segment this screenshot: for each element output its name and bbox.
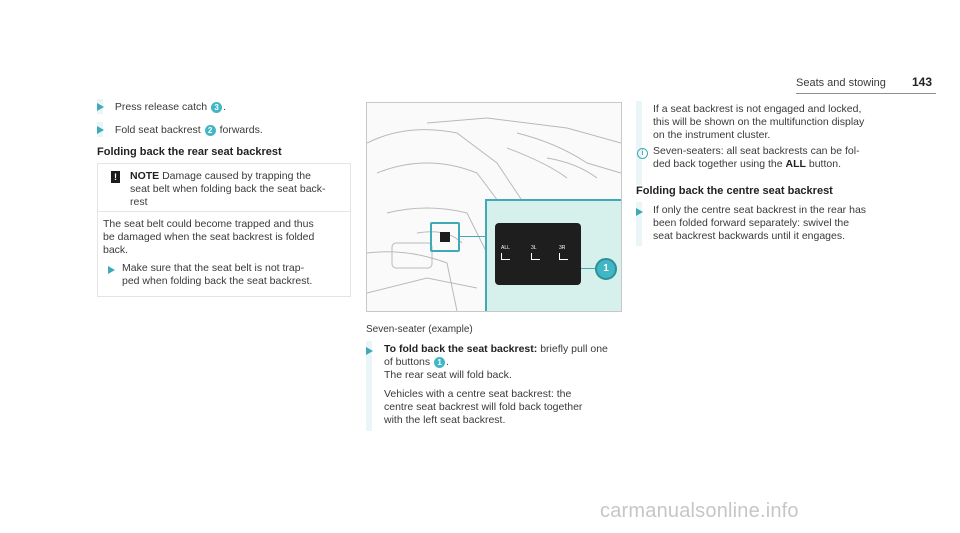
step-release-catch: Press release catch 3. xyxy=(97,101,226,114)
figure-caption: Seven-seater (example) xyxy=(366,324,473,335)
section-title: Seats and stowing xyxy=(796,77,886,89)
info-seven-seaters: Seven-seaters: all seat backrests can be… xyxy=(653,145,860,170)
step-fold-backrest: Fold seat backrest 2 forwards. xyxy=(97,124,263,137)
heading-rear-backrest: Folding back the rear seat backrest xyxy=(97,146,282,158)
step-centre-backrest: If only the centre seat backrest in the … xyxy=(653,204,867,242)
step-arrow-icon xyxy=(366,345,373,358)
note-header: NOTE Damage caused by trapping the seat … xyxy=(130,170,326,208)
note-body: The seat belt could become trapped and t… xyxy=(103,218,315,256)
callout-2-badge: 2 xyxy=(204,124,216,136)
callout-1-badge: 1 xyxy=(434,356,446,368)
note-title: NOTE xyxy=(130,170,160,182)
info-bar xyxy=(636,101,642,185)
callout-1-badge: 1 xyxy=(595,258,617,280)
step-bar xyxy=(366,341,372,431)
step-arrow-icon xyxy=(97,103,104,112)
button-3r[interactable]: 3R xyxy=(559,245,568,260)
button-3l[interactable]: 3L xyxy=(531,245,540,260)
callout-3-badge: 3 xyxy=(211,101,223,113)
header-rule xyxy=(796,93,936,94)
note-box xyxy=(97,163,351,297)
callout-line xyxy=(581,268,595,269)
release-button-panel: ALL 3L 3R xyxy=(495,223,581,285)
step-arrow-icon xyxy=(97,126,104,135)
info-icon: i xyxy=(637,146,648,159)
note-step: Make sure that the seat belt is not trap… xyxy=(108,262,312,287)
callout-connector-line xyxy=(458,236,485,237)
note-warning-icon: ! xyxy=(111,171,120,184)
button-all[interactable]: ALL xyxy=(501,245,510,260)
heading-centre-backrest: Folding back the centre seat backrest xyxy=(636,185,833,197)
step-arrow-icon xyxy=(108,266,115,275)
paragraph-not-engaged: If a seat backrest is not engaged and lo… xyxy=(653,103,865,141)
step-bar xyxy=(636,202,642,246)
watermark: carmanualsonline.info xyxy=(600,500,799,522)
step-fold-back: To fold back the seat backrest: briefly … xyxy=(384,343,608,426)
note-divider xyxy=(97,211,351,212)
figure-seven-seater: ALL 3L 3R 1 xyxy=(366,102,622,312)
step-arrow-icon xyxy=(636,206,643,219)
detail-inset: ALL 3L 3R 1 xyxy=(485,199,621,311)
page-number: 143 xyxy=(912,75,933,89)
button-location-marker xyxy=(430,222,460,252)
